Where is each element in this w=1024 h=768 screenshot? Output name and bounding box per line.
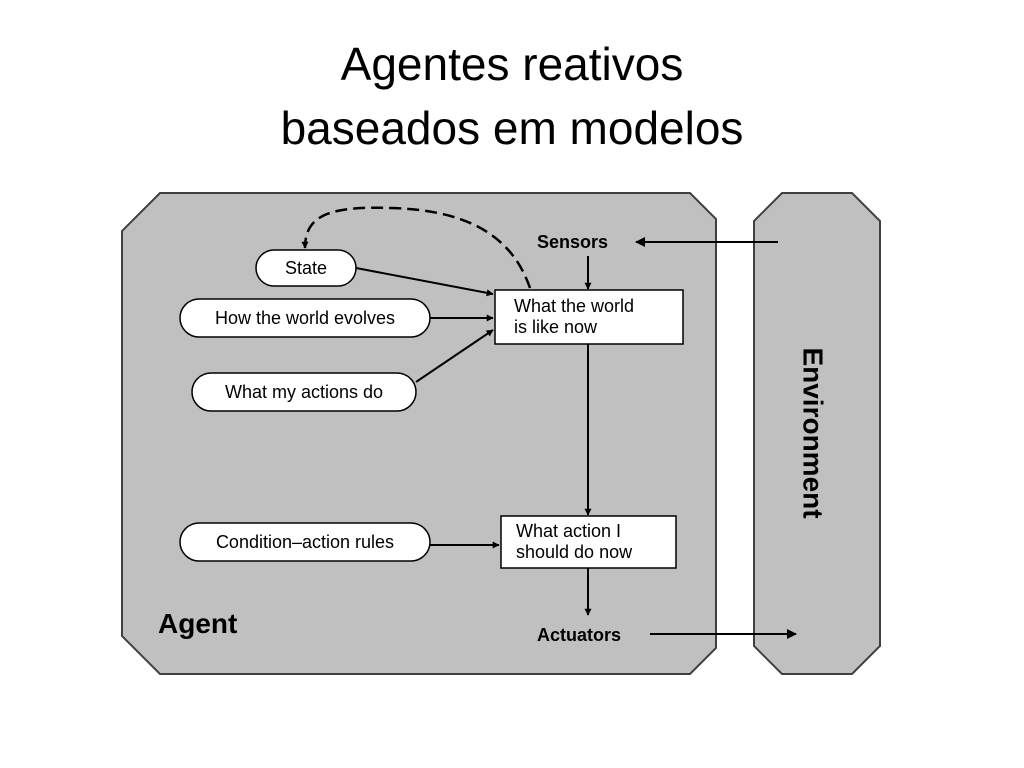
world-now-line-1: What the world — [514, 296, 634, 316]
environment-panel — [753, 192, 881, 675]
actuators-label: Actuators — [537, 625, 621, 645]
world-now-box — [494, 289, 684, 345]
environment-label: Environment — [798, 347, 829, 518]
actions-to-world-arrow — [415, 329, 494, 383]
action-now-line-1: What action I — [516, 521, 621, 541]
actions-do-node — [191, 372, 417, 412]
world-now-line-2: is like now — [514, 317, 598, 337]
state-to-world-arrow — [355, 267, 494, 297]
agent-label: Agent — [158, 608, 237, 639]
slide-title: Agentes reativos baseados em modelos — [0, 32, 1024, 160]
action-now-line-2: should do now — [516, 542, 633, 562]
feedback-dashed-arrow — [301, 206, 532, 289]
sensors-label: Sensors — [537, 232, 608, 252]
state-label: State — [285, 258, 327, 278]
rules-node — [179, 522, 431, 562]
rules-label: Condition–action rules — [216, 532, 394, 552]
actions-do-label: What my actions do — [225, 382, 383, 402]
agent-panel — [121, 192, 717, 675]
title-line-1: Agentes reativos — [340, 38, 684, 90]
title-line-2: baseados em modelos — [280, 102, 744, 154]
world-evolves-label: How the world evolves — [215, 308, 395, 328]
action-now-box — [500, 515, 677, 569]
